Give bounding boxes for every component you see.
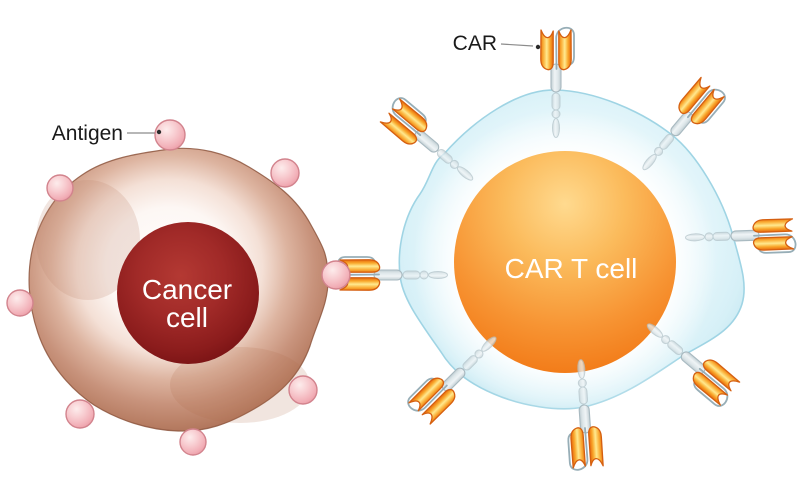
antigen-molecule xyxy=(46,174,74,202)
antigen-label: Antigen xyxy=(52,122,123,145)
antigen-annotation: Antigen xyxy=(52,122,162,145)
cancer-cell: Cancer cell xyxy=(6,119,329,456)
car-label-line xyxy=(500,43,534,47)
antigen-molecule-bound xyxy=(321,260,351,290)
car-annotation: CAR xyxy=(453,32,541,55)
antigen-molecule xyxy=(6,289,34,317)
cancer-cell-shading xyxy=(170,347,310,423)
antigen-molecule xyxy=(288,375,318,405)
cancer-cell-shading xyxy=(36,180,140,300)
car-t-cell-nucleus xyxy=(454,151,676,373)
car-label-dot xyxy=(535,44,541,50)
antigen-molecule xyxy=(65,399,95,429)
car-t-cell-name: CAR T cell xyxy=(505,253,638,284)
car-t-cell: CAR T cell xyxy=(336,26,797,472)
antigen-molecule xyxy=(154,119,186,151)
cancer-cell-nucleus xyxy=(117,222,259,364)
cancer-cell-name-line2: cell xyxy=(166,302,208,333)
antigen-label-dot xyxy=(156,129,162,135)
antigen-molecule xyxy=(270,158,300,188)
cancer-cell-name-line1: Cancer xyxy=(142,274,232,305)
antigen-molecule xyxy=(179,428,207,456)
car-label: CAR xyxy=(453,32,497,55)
